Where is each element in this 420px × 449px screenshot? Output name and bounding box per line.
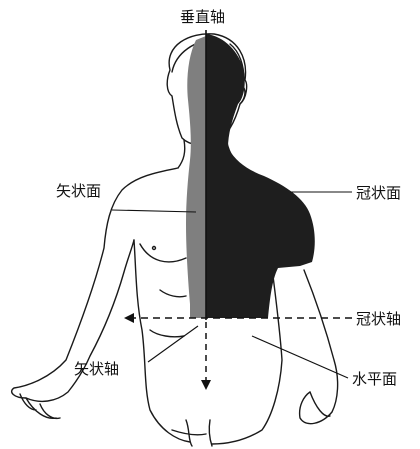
coronal-plane-region: [206, 34, 315, 318]
abdomen-outline: [150, 290, 186, 337]
coronal-axis-arrowhead: [124, 313, 134, 323]
right-hand-outline: [310, 392, 330, 416]
left-torso-outline: [134, 240, 190, 442]
label-horizontal-plane: 水平面: [352, 370, 397, 388]
leader-sagittal-axis: [148, 326, 198, 362]
right-arm-outline: [300, 270, 338, 424]
sagittal-axis-arrowhead: [201, 380, 211, 390]
label-vertical-axis: 垂直轴: [180, 8, 225, 26]
nipple: [153, 247, 156, 250]
sagittal-plane-region: [186, 36, 206, 318]
waist-outline: [172, 420, 212, 446]
label-coronal-axis: 冠状轴: [356, 310, 401, 328]
leader-sagittal-plane: [112, 210, 196, 212]
pectoral-outline: [140, 244, 186, 262]
label-sagittal-plane: 矢状面: [56, 182, 101, 200]
left-hand-outline: [20, 394, 60, 418]
label-coronal-plane: 冠状面: [356, 184, 401, 202]
label-sagittal-axis: 矢状轴: [74, 360, 119, 378]
